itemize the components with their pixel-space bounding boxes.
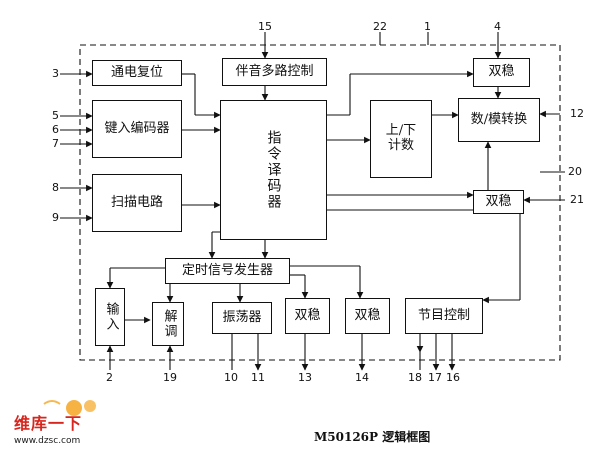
pin-7-label: 7 — [52, 137, 59, 150]
dzsc-logo — [43, 400, 96, 416]
pin-4-label: 4 — [494, 20, 501, 33]
chip-boundary — [79, 44, 561, 361]
block-updown-counter: 上/下计数 — [370, 100, 432, 178]
logo-url: www.dzsc.com — [14, 436, 81, 446]
pin-19-label: 19 — [163, 371, 177, 384]
diagram-caption: M50126P 逻辑框图 — [314, 430, 431, 444]
block-timing-generator: 定时信号发生器 — [165, 258, 290, 284]
pin-17-label: 17 — [428, 371, 442, 384]
pin-1-label: 1 — [424, 20, 431, 33]
block-bistable-right: 双稳 — [473, 190, 524, 214]
pin-13-label: 13 — [298, 371, 312, 384]
block-oscillator: 振荡器 — [212, 302, 272, 334]
block-key-encoder: 键入编码器 — [92, 100, 182, 158]
block-bistable-b1: 双稳 — [285, 298, 330, 334]
pin-5-label: 5 — [52, 109, 59, 122]
block-da-converter: 数/模转换 — [458, 98, 540, 142]
pin-2-label: 2 — [106, 371, 113, 384]
pin-15-label: 15 — [258, 20, 272, 33]
block-input: 输入 — [95, 288, 125, 346]
pin-14-label: 14 — [355, 371, 369, 384]
pin-22-label: 22 — [373, 20, 387, 33]
block-bistable-top: 双稳 — [473, 58, 530, 87]
block-scan-circuit: 扫描电路 — [92, 174, 182, 232]
pin-18-label: 18 — [408, 371, 422, 384]
pin-9-label: 9 — [52, 211, 59, 224]
pin-11-label: 11 — [251, 371, 265, 384]
block-demod: 解调 — [152, 302, 184, 346]
block-program-control: 节目控制 — [405, 298, 483, 334]
pin-10-label: 10 — [224, 371, 238, 384]
logo-title: 维库一下 — [14, 414, 83, 433]
block-mux-control: 伴音多路控制 — [222, 58, 327, 86]
pin-8-label: 8 — [52, 181, 59, 194]
pin-6-label: 6 — [52, 123, 59, 136]
pin-3-label: 3 — [52, 67, 59, 80]
pin-16-label: 16 — [446, 371, 460, 384]
block-command-decoder: 指令译码器 — [220, 100, 327, 240]
pin-12-label: 12 — [570, 107, 584, 120]
block-power-reset: 通电复位 — [92, 60, 182, 86]
pin-20-label: 20 — [568, 165, 582, 178]
pin-21-label: 21 — [570, 193, 584, 206]
block-bistable-b2: 双稳 — [345, 298, 390, 334]
